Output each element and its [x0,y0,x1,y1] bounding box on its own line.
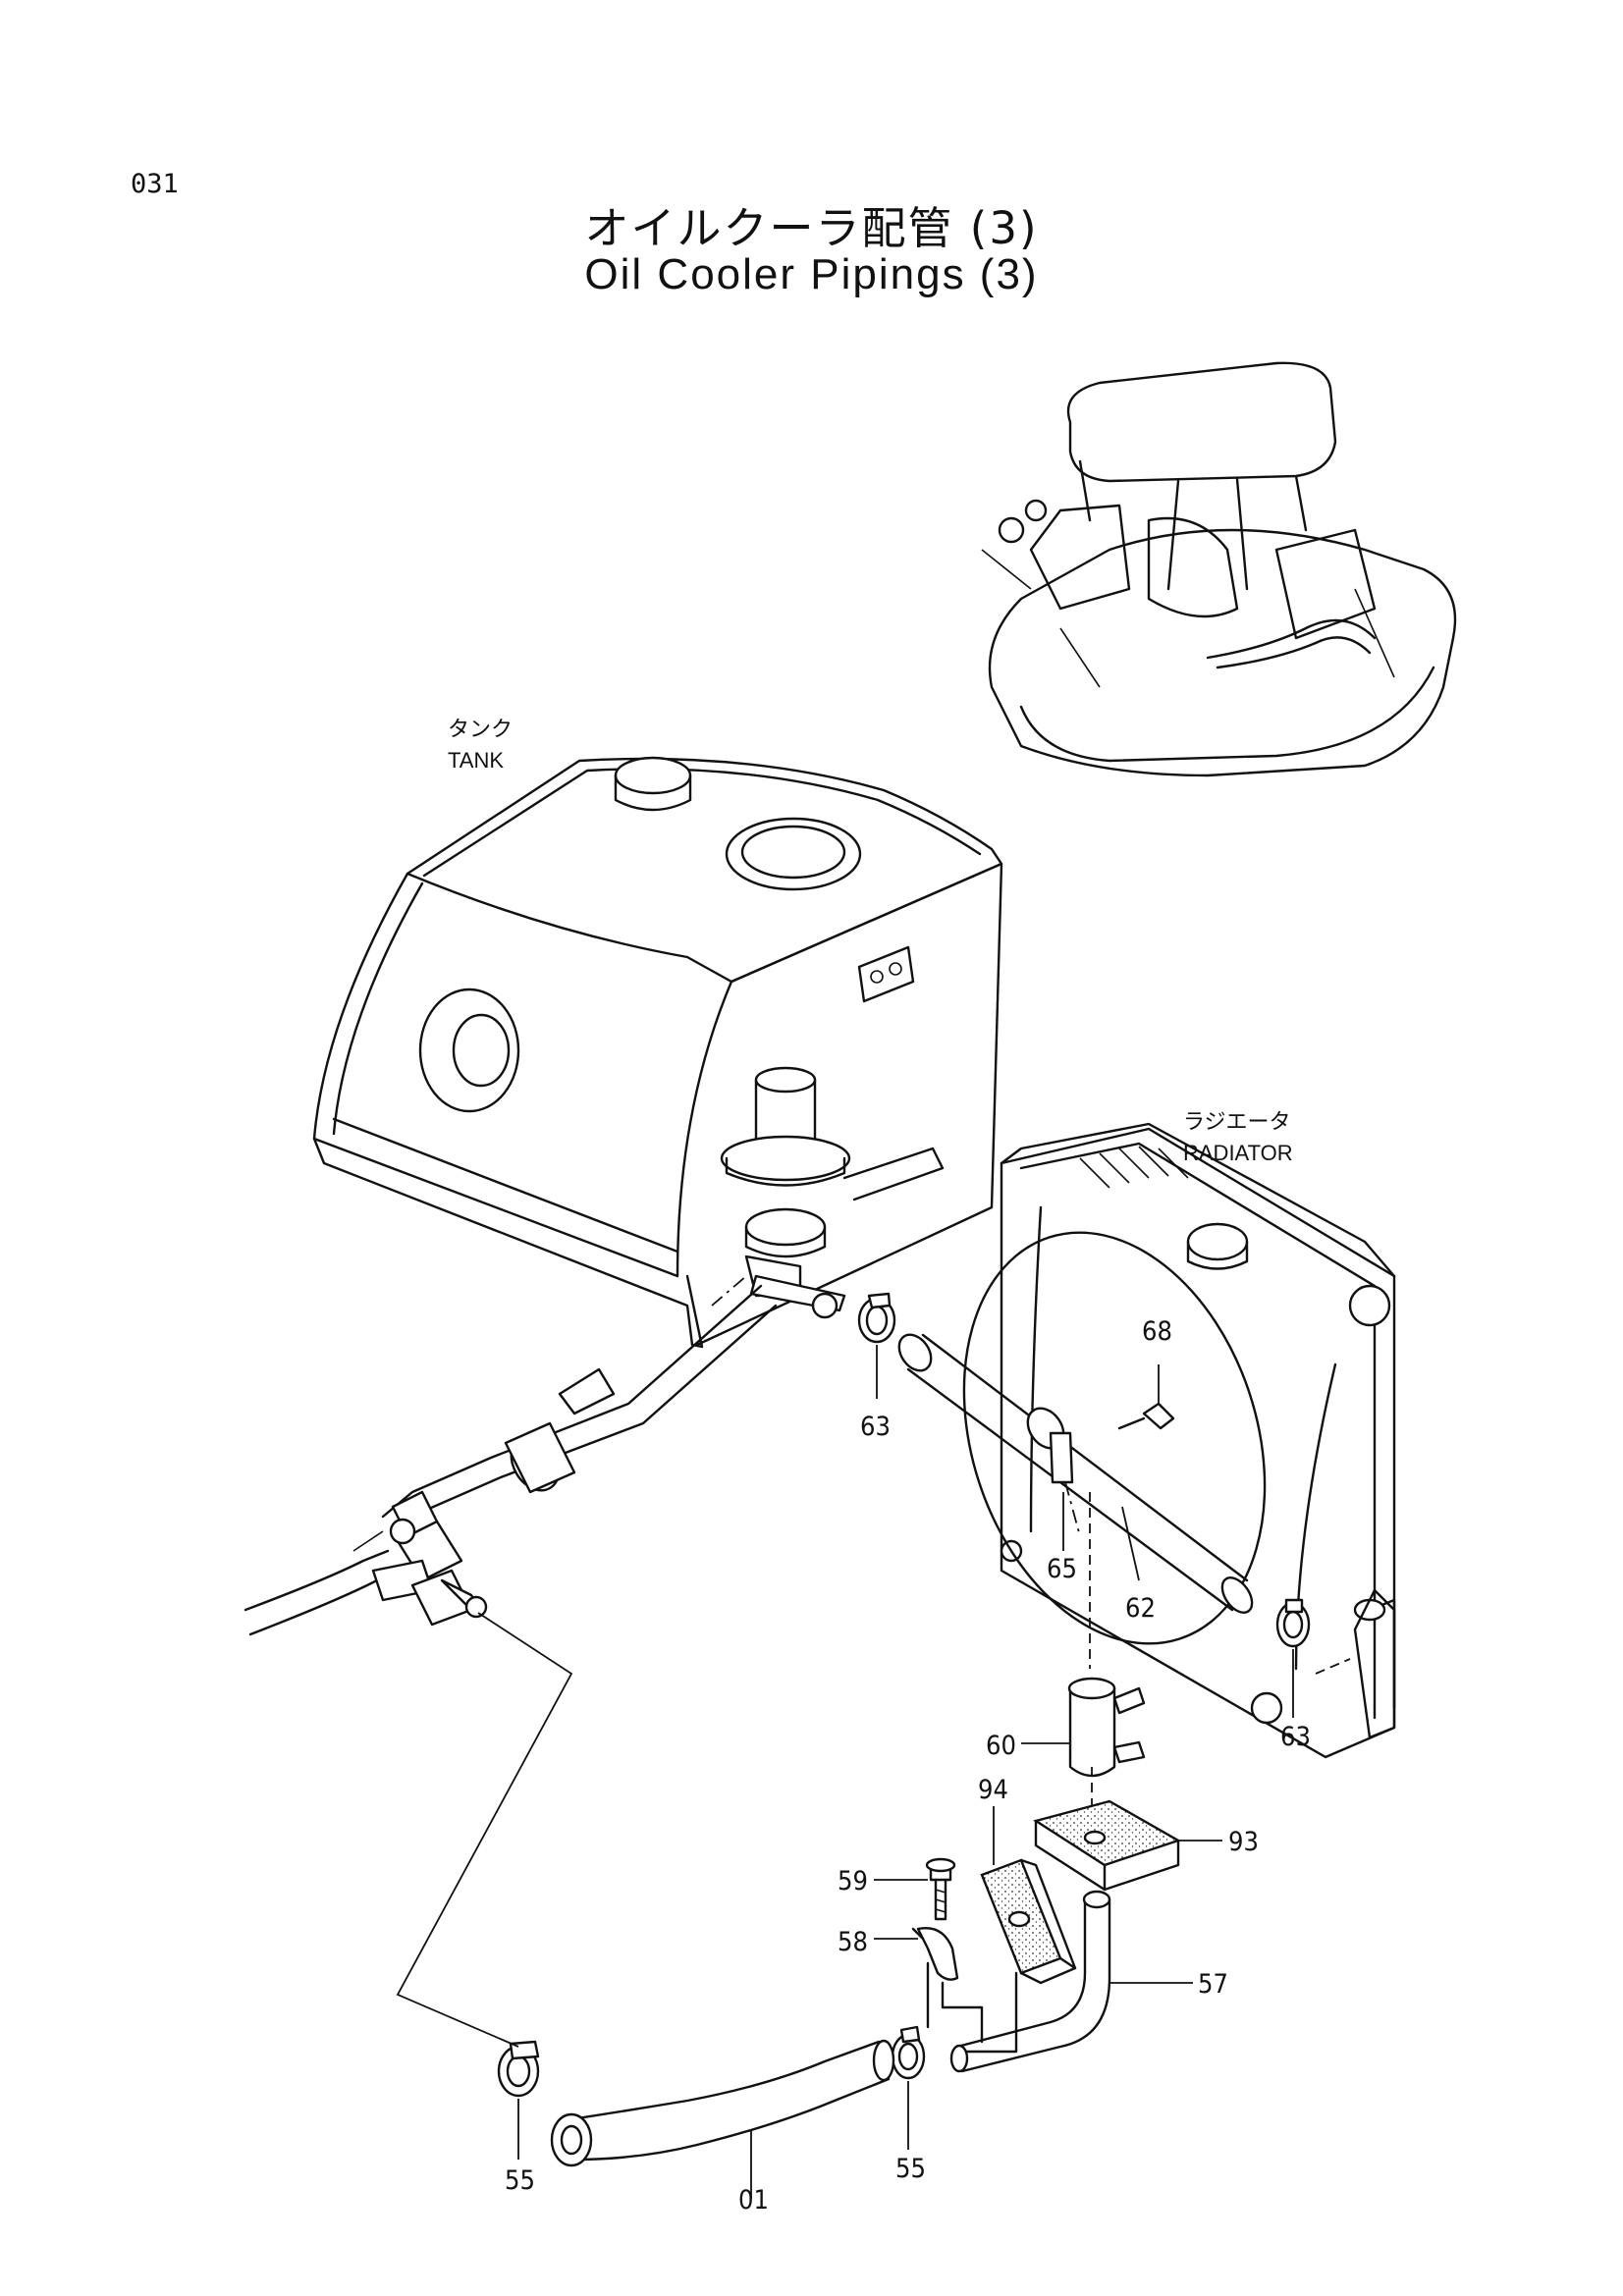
tank-label-english: TANK [448,748,504,773]
callout-59: 59 [838,1866,868,1896]
radiator-illustration [962,1122,1396,1759]
title-japanese: オイルクーラ配管 (3) [584,202,1039,254]
clip-58 [874,1927,984,2044]
callout-60: 60 [986,1731,1016,1761]
radiator-label-english: RADIATOR [1183,1141,1293,1165]
tank-label-japanese: タンク [448,717,513,741]
hydraulic-tank-illustration [312,756,1003,1349]
callout-63-tank-clamp: 63 [860,1412,891,1442]
radiator-label-japanese: ラジエータ [1183,1109,1291,1134]
connector-60 [1021,1677,1146,1845]
hose-62 [897,1333,1254,1614]
callout-58: 58 [838,1927,868,1957]
callout-62: 62 [1125,1593,1156,1624]
hose-57 [949,1890,1193,2073]
callout-94: 94 [978,1775,1008,1805]
title-english: Oil Cooler Pipings (3) [584,250,1039,298]
tank-return-line [243,1284,778,1636]
hose-clamp-55-right [891,2025,926,2150]
hose-01 [550,2039,895,2199]
pad-93 [1033,1799,1222,1892]
hose-clamp-63-radiator [1275,1598,1311,1718]
pad-94 [960,1806,1077,2054]
routing-line [396,1612,573,2048]
hose-clamp-63-tank [857,1292,896,1399]
clamp-65-and-screw-68 [1049,1364,1175,1669]
callout-63-radiator-clamp: 63 [1280,1722,1311,1752]
callout-57: 57 [1198,1969,1228,2000]
page-number: 031 [131,169,179,199]
hose-clamp-55-left [497,2040,540,2160]
callout-68: 68 [1142,1316,1172,1347]
callout-93: 93 [1228,1827,1259,1857]
callout-55-left: 55 [505,2165,535,2196]
callout-01: 01 [738,2185,769,2216]
bolt-59 [874,1857,956,1921]
callout-65: 65 [1047,1554,1077,1584]
machine-overview-illustration [981,361,1457,777]
callout-55-right: 55 [895,2154,926,2184]
